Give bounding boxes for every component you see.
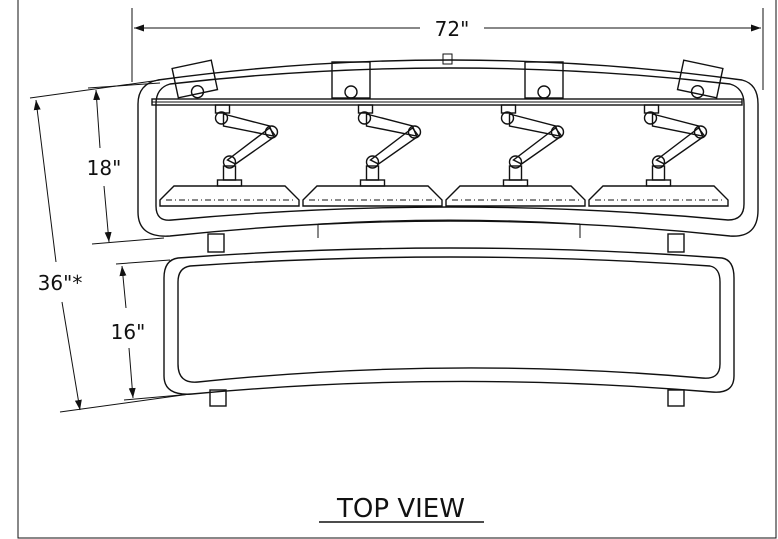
upper-depth-dimension: 18" (87, 82, 165, 245)
arm-rail-bracket (500, 104, 517, 114)
view-title-group: TOP VIEW (319, 494, 484, 524)
arm-joint (550, 125, 565, 139)
arm-rail-bracket (357, 104, 374, 114)
overall-width-dimension: 72" (131, 8, 764, 90)
arm-joint (693, 125, 708, 139)
rail-clamp (171, 59, 219, 99)
rail-clamp (676, 59, 724, 99)
center-nub (442, 53, 453, 65)
lower-desk (163, 247, 735, 395)
arm-joint (357, 111, 372, 125)
arm-joint (643, 111, 658, 125)
monitor-mount-plate (645, 179, 672, 187)
drawing-frame (17, 0, 777, 539)
arm-joint (651, 155, 666, 169)
rail-clamps (171, 59, 724, 99)
rail-clamp (524, 61, 564, 99)
monitor-pivot (222, 165, 237, 181)
monitor-mount-plate (216, 179, 243, 187)
monitor-arm-upper (222, 113, 275, 137)
rail-clamp (331, 61, 371, 99)
monitor-mount-plate (502, 179, 529, 187)
lower-depth-label: 16" (111, 320, 146, 344)
monitor-screen (302, 185, 443, 207)
monitor-pivot (365, 165, 380, 181)
arm-joint (365, 155, 380, 169)
monitor-arm-upper (365, 113, 418, 137)
monitor-group (159, 104, 729, 207)
monitor-screen (445, 185, 586, 207)
monitor-pivot (651, 165, 666, 181)
monitor-assembly (445, 104, 586, 207)
overall-width-label: 72" (435, 17, 470, 41)
overall-depth-dimension: 36"* (29, 79, 191, 413)
monitor-assembly (588, 104, 729, 207)
upper-console (137, 59, 759, 238)
view-title: TOP VIEW (336, 494, 465, 524)
monitor-pivot (508, 165, 523, 181)
overall-depth-label: 36"* (38, 271, 83, 295)
monitor-mount-plate (359, 179, 386, 187)
arm-joint (508, 155, 523, 169)
monitor-assembly (302, 104, 443, 207)
monitor-screen (159, 185, 300, 207)
monitor-rail (151, 98, 743, 106)
monitor-arm-upper (651, 113, 704, 137)
monitor-assembly (159, 104, 300, 207)
lower-depth-dimension: 16" (111, 259, 193, 401)
upper-leg-left (207, 233, 225, 253)
arm-joint (407, 125, 422, 139)
lower-leg-right (667, 389, 685, 407)
lower-leg-left (209, 389, 227, 407)
arm-joint (222, 155, 237, 169)
arm-joint (264, 125, 279, 139)
arm-joint (500, 111, 515, 125)
monitor-screen (588, 185, 729, 207)
arm-rail-bracket (643, 104, 660, 114)
monitor-arm-upper (508, 113, 561, 137)
upper-leg-right (667, 233, 685, 253)
arm-joint (214, 111, 229, 125)
arm-rail-bracket (214, 104, 231, 114)
upper-depth-label: 18" (87, 156, 122, 180)
